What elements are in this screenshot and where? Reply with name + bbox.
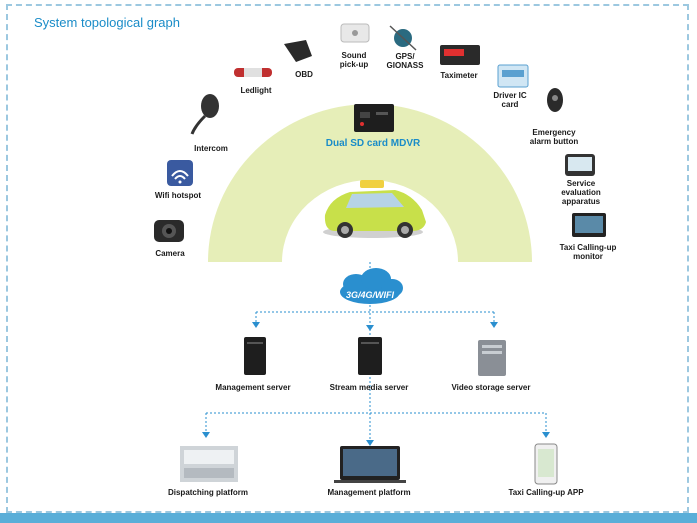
intercom-icon	[190, 94, 219, 135]
intercom-label: Intercom	[194, 144, 228, 153]
service-evaluation-icon	[565, 154, 595, 176]
taximeter-label: Taximeter	[440, 71, 478, 80]
management-platform-label: Management platform	[327, 488, 411, 497]
dispatching-platform-icon	[180, 446, 238, 482]
diagram-title: System topological graph	[34, 15, 180, 30]
camera-label: Camera	[155, 249, 185, 258]
taxi-calling-app-icon	[534, 443, 558, 485]
bottom-bar	[0, 513, 697, 523]
management-server-icon	[244, 337, 266, 375]
mdvr-device-icon	[354, 104, 394, 132]
management-platform-icon	[334, 446, 406, 483]
ledlight-icon	[234, 68, 272, 77]
dispatching-platform-label: Dispatching platform	[167, 488, 248, 497]
driver-ic-card-label: Driver IC card	[493, 91, 527, 109]
gps-icon	[389, 25, 417, 51]
sound-pickup-icon	[340, 23, 370, 43]
emergency-alarm-icon	[547, 88, 563, 112]
mdvr-label: Dual SD card MDVR	[325, 138, 421, 149]
obd-icon	[284, 40, 312, 62]
emergency-alarm-label: Emergency alarm button	[529, 128, 579, 146]
diagram-frame	[6, 4, 689, 513]
management-server-label: Management server	[215, 383, 291, 392]
taxi-calling-monitor-icon	[572, 213, 606, 237]
stream-media-server-label: Stream media server	[329, 383, 409, 392]
video-storage-server-label: Video storage server	[451, 383, 531, 392]
network-cloud-icon	[340, 268, 403, 304]
taxi-car-icon	[323, 180, 426, 238]
taximeter-icon	[440, 45, 480, 65]
sound-pickup-label: Sound pick-up	[339, 51, 369, 69]
taxi-calling-monitor-label: Taxi Calling-up monitor	[559, 243, 617, 261]
wifi-hotspot-label: Wifi hotspot	[154, 191, 202, 200]
network-label: 3G/4G/WIFI	[345, 290, 394, 300]
gps-label: GPS/ GIONASS	[386, 52, 424, 70]
connector-arrowheads	[202, 322, 550, 446]
taxi-calling-app-label: Taxi Calling-up APP	[508, 488, 584, 497]
arch-band	[208, 104, 532, 262]
obd-label: OBD	[295, 70, 313, 79]
stream-media-server-icon	[358, 337, 382, 375]
video-storage-server-icon	[478, 340, 506, 376]
service-evaluation-label: Service evaluation apparatus	[561, 179, 601, 206]
camera-icon	[154, 220, 184, 242]
driver-ic-card-icon	[497, 64, 529, 88]
wifi-hotspot-icon	[167, 160, 193, 186]
ledlight-label: Ledlight	[240, 86, 272, 95]
connector-lines	[205, 262, 547, 440]
